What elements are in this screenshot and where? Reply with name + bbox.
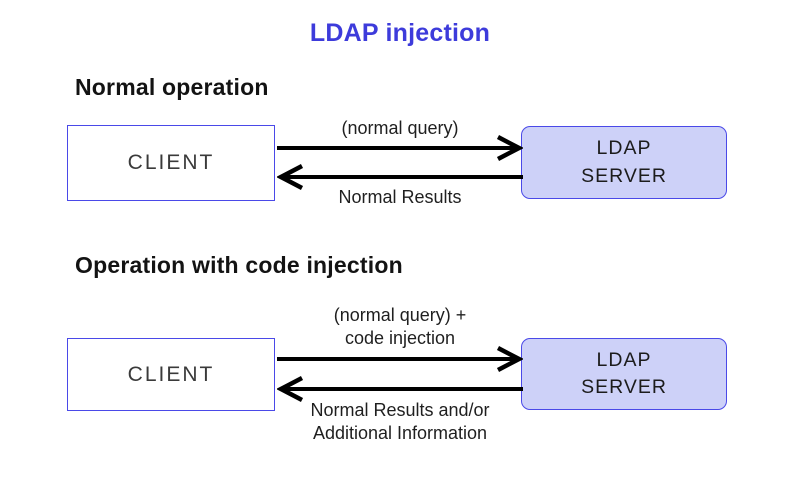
client-box-normal: CLIENT bbox=[67, 125, 275, 201]
client-box-injection: CLIENT bbox=[67, 338, 275, 411]
request-arrow-icon bbox=[277, 346, 523, 372]
request-label-injection: (normal query) + code injection bbox=[333, 305, 467, 348]
section-heading-normal-operation: Normal operation bbox=[75, 74, 269, 100]
response-arrow-icon bbox=[277, 164, 523, 190]
response-arrow-icon bbox=[277, 376, 523, 402]
request-arrow-icon bbox=[277, 135, 523, 161]
response-label-normal: Normal Results bbox=[338, 187, 462, 207]
request-label-normal: (normal query) bbox=[341, 118, 459, 138]
ldap-server-box-normal: LDAP SERVER bbox=[521, 126, 727, 199]
section-heading-code-injection: Operation with code injection bbox=[75, 252, 403, 278]
page-title: LDAP injection bbox=[309, 19, 491, 47]
ldap-server-box-injection: LDAP SERVER bbox=[521, 338, 727, 410]
response-label-injection: Normal Results and/or Additional Informa… bbox=[310, 400, 490, 443]
